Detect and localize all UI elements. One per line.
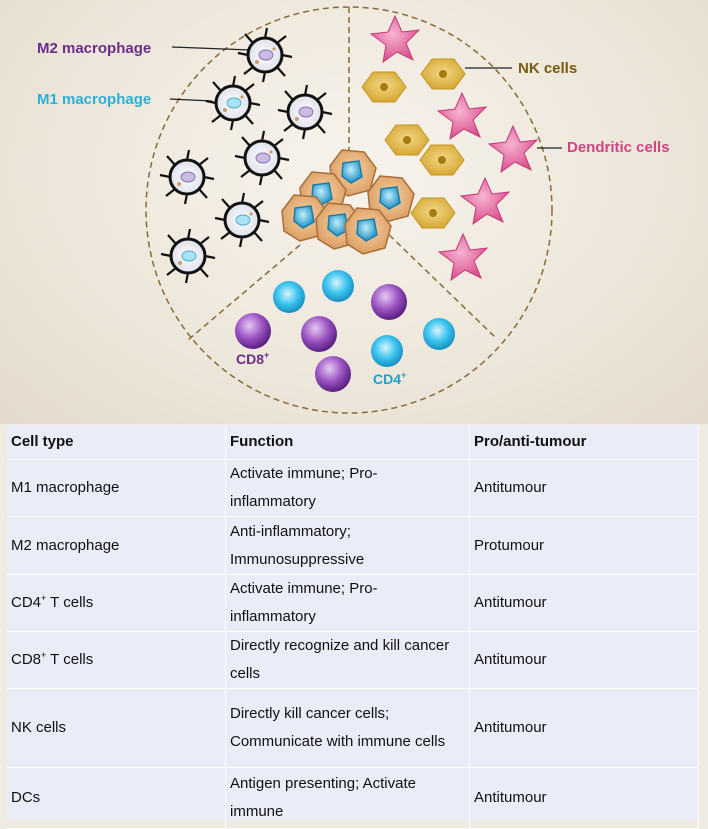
dendritic-cell xyxy=(369,14,421,64)
label-nk-cells: NK cells xyxy=(518,60,578,77)
dendritic-cell xyxy=(487,124,539,174)
cell-effect: Antitumour xyxy=(469,688,699,768)
macrophage-m2 xyxy=(234,130,290,186)
macrophage-cells xyxy=(159,27,333,284)
nk-cell xyxy=(361,71,407,103)
header-function: Function xyxy=(225,425,470,460)
cell-effect: Protumour xyxy=(469,516,699,575)
label-cd8-sup: + xyxy=(264,350,270,360)
nk-cell xyxy=(419,144,465,176)
label-m1-macrophage: M1 macrophage xyxy=(37,91,152,108)
cell-function: Anti-inflammatory;Immunosuppressive xyxy=(225,516,470,575)
nk-cell xyxy=(410,197,456,229)
table-row: M1 macrophage Activate immune; Pro-infla… xyxy=(7,459,699,517)
table-row: M2 macrophage Anti-inflammatory;Immunosu… xyxy=(7,516,699,575)
label-cd4: CD4+ xyxy=(373,370,407,388)
cell-type: M1 macrophage xyxy=(7,459,226,517)
cd4-t-cell xyxy=(371,335,403,367)
nk-cell xyxy=(420,58,466,90)
macrophage-m1 xyxy=(160,228,216,284)
cd8-t-cell xyxy=(301,316,337,352)
cd4-t-cell xyxy=(423,318,455,350)
macrophage-m2 xyxy=(159,149,215,205)
nk-cell xyxy=(384,124,430,156)
cell-effect: Antitumour xyxy=(469,767,699,829)
header-cell-type: Cell type xyxy=(7,425,226,460)
dendritic-cell xyxy=(459,176,511,226)
boundary-circle xyxy=(145,6,553,414)
cell-function: Activate immune; Pro-inflammatory xyxy=(225,574,470,632)
cell-effect: Antitumour xyxy=(469,574,699,632)
tumour-cell xyxy=(344,207,392,255)
macrophage-m2 xyxy=(237,27,293,83)
cell-function: Activate immune; Pro-inflammatory xyxy=(225,459,470,517)
label-cd8: CD8+ xyxy=(236,350,270,368)
label-cd4-sup: + xyxy=(401,370,407,380)
cell-type: DCs xyxy=(7,767,226,829)
cd8-t-cell xyxy=(315,356,351,392)
cell-type: CD8+ T cells xyxy=(7,631,226,689)
dendritic-cells xyxy=(369,14,539,282)
cd8-t-cell xyxy=(235,313,271,349)
cd4-t-cell xyxy=(322,270,354,302)
cell-type: M2 macrophage xyxy=(7,516,226,575)
label-dendritic-cells: Dendritic cells xyxy=(567,139,670,156)
macrophage-m1 xyxy=(205,75,261,131)
dendritic-cell xyxy=(436,91,488,141)
table-header-row: Cell type Function Pro/anti-tumour xyxy=(7,425,699,460)
cd8-t-cell xyxy=(371,284,407,320)
header-effect: Pro/anti-tumour xyxy=(469,425,699,460)
nk-cells xyxy=(361,58,466,229)
cell-function-table: Cell type Function Pro/anti-tumour M1 ma… xyxy=(7,425,699,829)
cell-type: CD4+ T cells xyxy=(7,574,226,632)
t-cells xyxy=(235,270,455,392)
table: Cell type Function Pro/anti-tumour M1 ma… xyxy=(7,425,699,829)
table-row: NK cells Directly kill cancer cells;Comm… xyxy=(7,688,699,768)
cell-type: NK cells xyxy=(7,688,226,768)
cell-effect: Antitumour xyxy=(469,459,699,517)
sector-dividers xyxy=(187,7,497,341)
cell-effect: Antitumour xyxy=(469,631,699,689)
cd4-t-cell xyxy=(273,281,305,313)
macrophage-m1 xyxy=(214,192,270,248)
label-cd4-text: CD4 xyxy=(373,371,402,387)
cell-function: Directly kill cancer cells;Communicate w… xyxy=(225,688,470,768)
label-m2-macrophage: M2 macrophage xyxy=(37,40,152,57)
tumour-cell-cluster xyxy=(281,149,415,255)
label-cd8-text: CD8 xyxy=(236,351,265,367)
tumour-microenvironment-diagram xyxy=(145,6,562,414)
table-row: CD4+ T cells Activate immune; Pro-inflam… xyxy=(7,574,699,632)
dendritic-cell xyxy=(437,232,489,282)
macrophage-m2 xyxy=(277,84,333,140)
leader-lines xyxy=(169,46,562,149)
table-row: CD8+ T cells Directly recognize and kill… xyxy=(7,631,699,689)
